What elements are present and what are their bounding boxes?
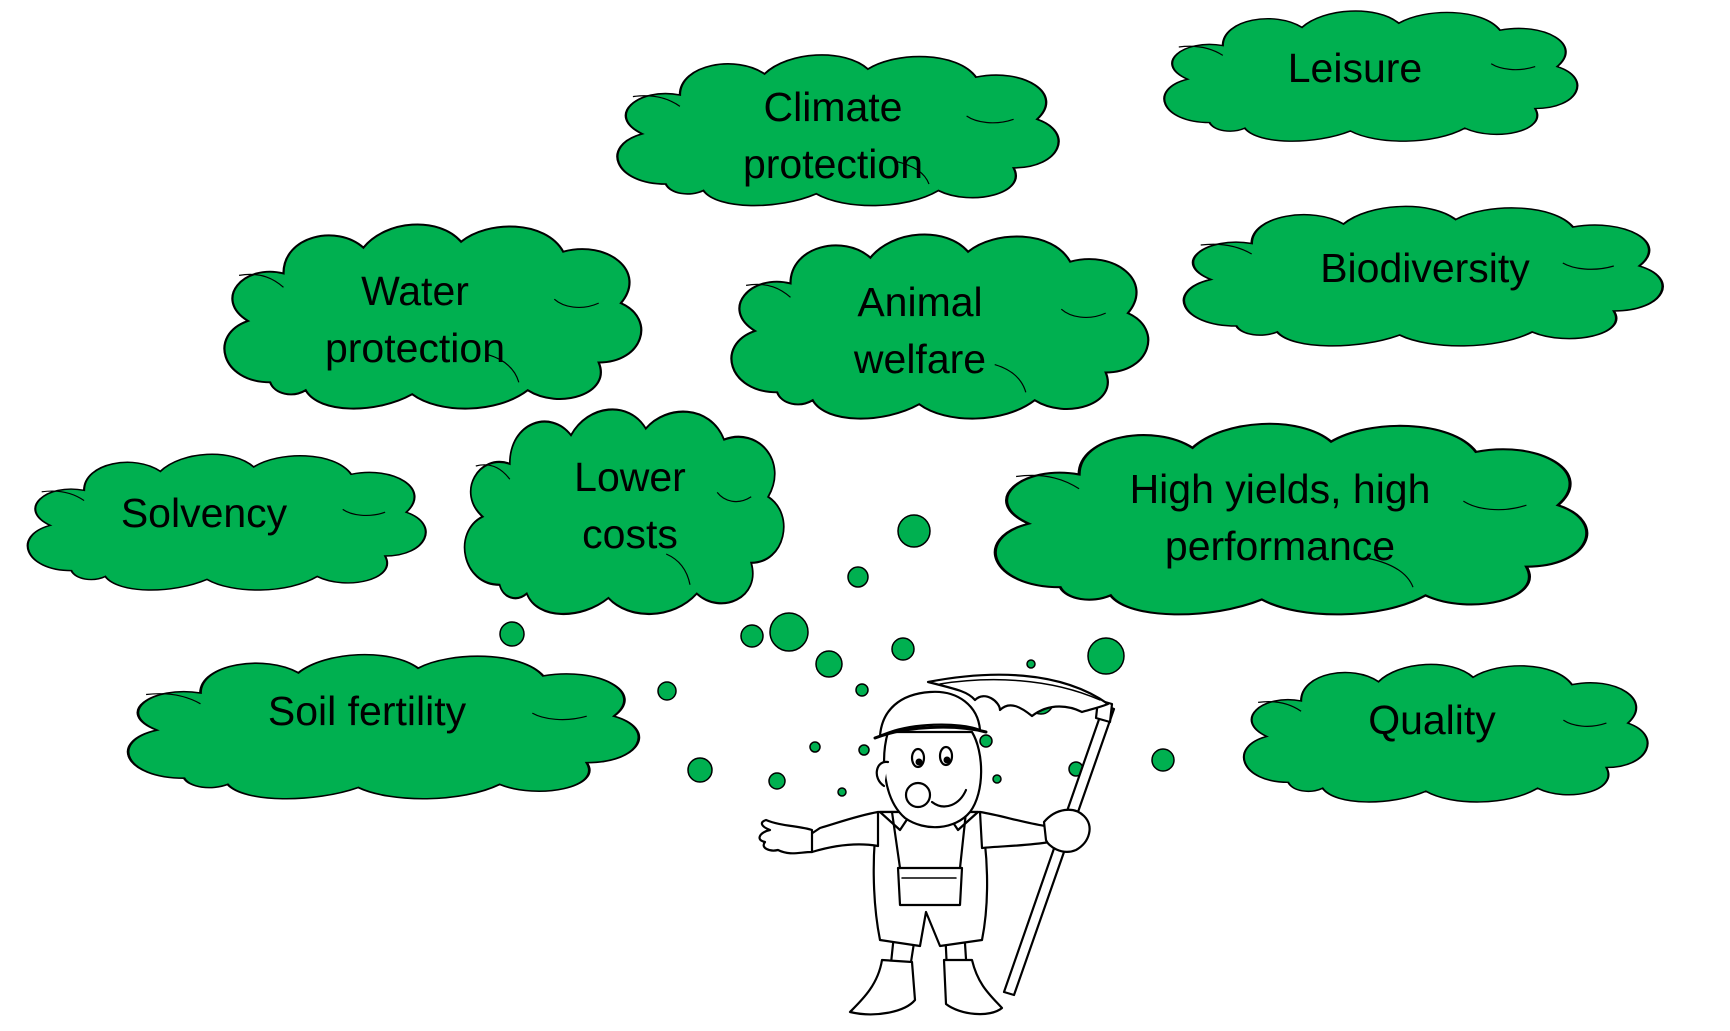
cloud-label-soil-fertility: Soil fertility [268, 688, 467, 734]
thought-bubble [657, 681, 677, 701]
thought-bubble [687, 757, 713, 783]
thought-bubble [897, 514, 931, 548]
cloud-label-water-protection-2: protection [325, 325, 505, 371]
thought-bubble [891, 637, 915, 661]
thought-bubble [1026, 659, 1036, 669]
thought-bubble [855, 683, 869, 697]
farmer-nose [904, 781, 932, 809]
cloud-high-yields [993, 422, 1589, 616]
cloud-water-protection [223, 223, 643, 410]
cloud-label-animal-welfare: Animal [857, 279, 982, 325]
thought-bubble [979, 734, 993, 748]
cloud-climate-protection [616, 53, 1060, 207]
cloud-label-high-yields: High yields, high [1130, 466, 1431, 512]
cloud-label-climate-protection-2: protection [743, 141, 923, 187]
cloud-label-animal-welfare-2: welfare [853, 336, 986, 382]
thought-bubble [1087, 637, 1125, 675]
farmer-hand-grip [1042, 808, 1091, 853]
thought-bubble [1151, 748, 1175, 772]
cloud-label-leisure: Leisure [1288, 45, 1422, 91]
thought-bubble [847, 566, 869, 588]
farmer-boot-left [848, 958, 917, 1016]
cloud-quality [1242, 663, 1649, 804]
cloud-label-high-yields-2: performance [1165, 523, 1395, 569]
farmer-hand-pointing [758, 818, 814, 855]
cloud-biodiversity [1182, 205, 1664, 348]
thought-bubble [769, 612, 809, 652]
cloud-label-lower-costs: Lower [574, 454, 686, 500]
cloud-label-quality: Quality [1368, 697, 1496, 743]
cloud-label-solvency: Solvency [121, 490, 288, 536]
cloud-soil-fertility [126, 653, 641, 801]
cloud-label-water-protection: Water [361, 268, 469, 314]
thought-bubble [499, 621, 525, 647]
thought-bubble [837, 787, 847, 797]
farmer-arm-right [978, 810, 1052, 850]
cloud-label-climate-protection: Climate [764, 84, 903, 130]
farmer-head [883, 730, 983, 829]
cloud-label-biodiversity: Biodiversity [1320, 245, 1530, 291]
cloud-label-lower-costs-2: costs [582, 511, 678, 557]
scythe-blade [926, 673, 1110, 718]
thought-bubble [809, 741, 821, 753]
thought-bubble [858, 744, 870, 756]
thought-bubble [768, 772, 786, 790]
cloud-lower-costs [463, 408, 785, 616]
farmer-boot-right [942, 958, 1004, 1016]
cloud-solvency [26, 453, 427, 592]
farmer-arm-left [806, 810, 880, 854]
thought-bubble [815, 650, 843, 678]
farmer-hat [878, 690, 982, 738]
cloud-animal-welfare [730, 233, 1150, 420]
cloud-leisure [1163, 9, 1579, 143]
thought-bubble [992, 774, 1002, 784]
thought-bubble [740, 624, 764, 648]
farmer-with-scythe-icon [758, 673, 1116, 1016]
